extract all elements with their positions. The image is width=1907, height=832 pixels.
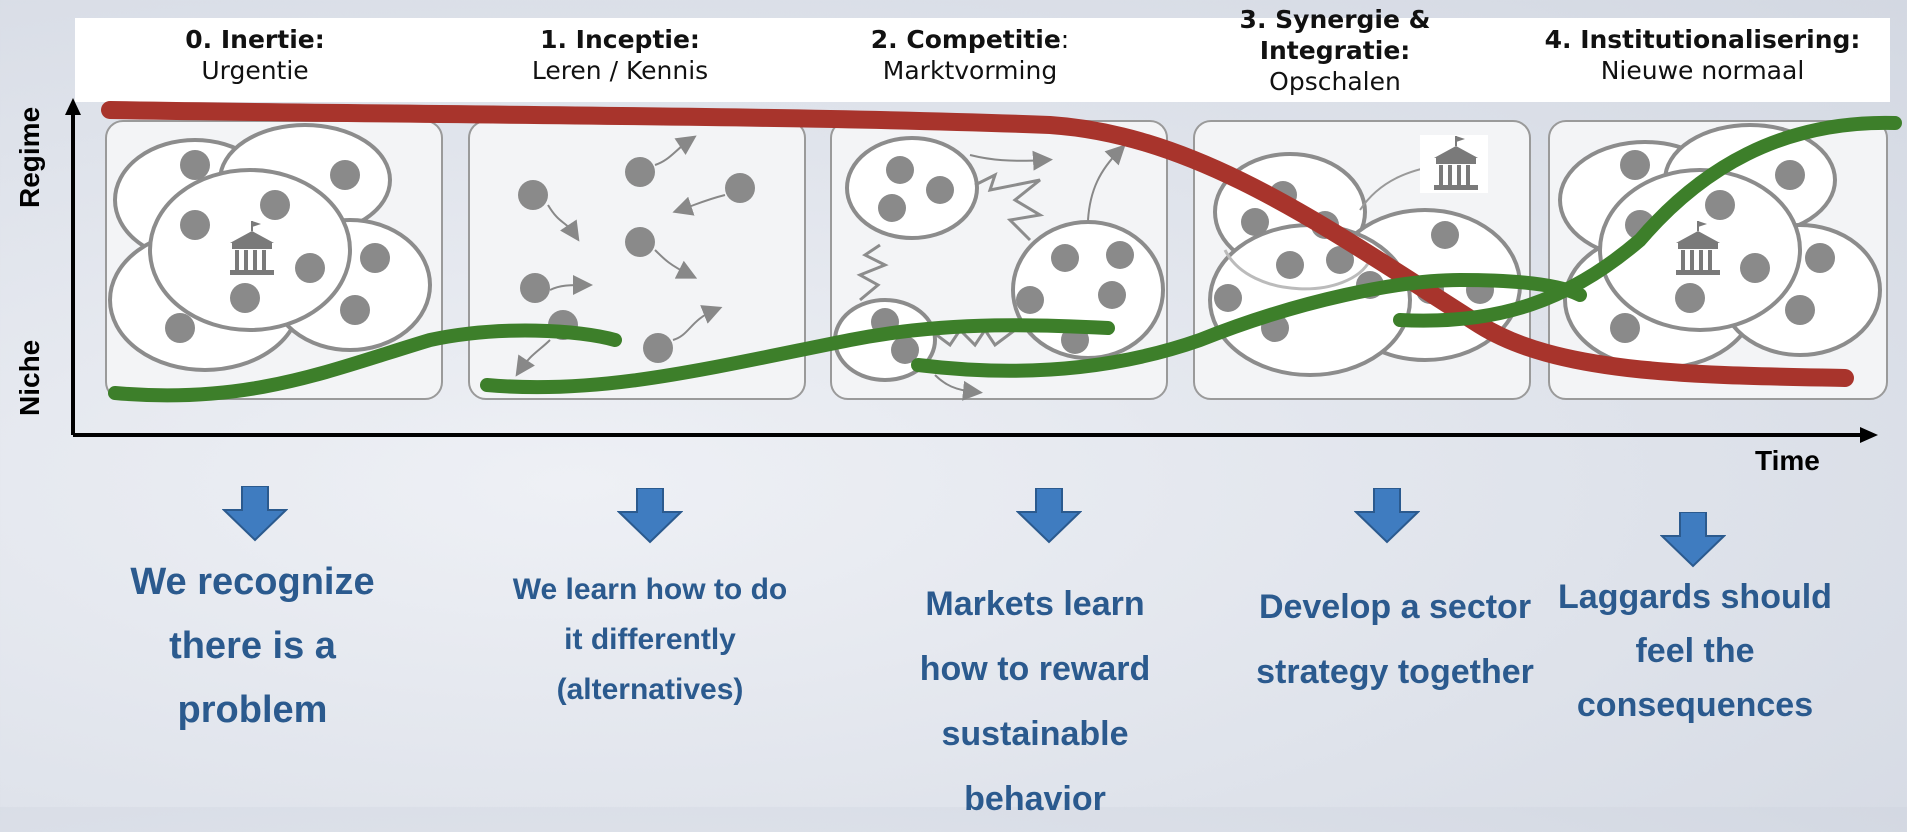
- down-arrow-icon: [1660, 512, 1726, 568]
- phase-number-3: 3. Synergie &: [1239, 5, 1431, 34]
- regime-line: [101, 101, 1854, 387]
- phase-subtitle-3: Opschalen: [1269, 67, 1401, 96]
- phase0-dots: [165, 150, 390, 343]
- phase-caption-4: Laggards should feel the consequences: [1558, 578, 1832, 724]
- phase-subtitle-2: Marktvorming: [882, 56, 1058, 85]
- phase-subtitle-0: Urgentie: [201, 56, 309, 85]
- phase-title-3: 3. Synergie & Integratie: Opschalen: [1215, 4, 1455, 97]
- diagram-artwork: [65, 98, 1902, 443]
- phase-caption-1: We learn how to do it differently (alter…: [512, 573, 788, 706]
- phase-caption-3: Develop a sector strategy together: [1256, 588, 1534, 691]
- phase-subtitle-1: Leren / Kennis: [531, 56, 709, 85]
- phase-title-2: 2. Competitie: Marktvorming: [840, 24, 1100, 86]
- y-axis-top-label: Regime: [14, 106, 45, 208]
- y-axis-bottom-label: Niche: [14, 339, 45, 416]
- phase-number-1: 1. Inceptie:: [540, 25, 700, 54]
- phase-number-2: 2. Competitie: [870, 25, 1061, 54]
- phase-caption-0: We recognize there is a problem: [130, 561, 375, 731]
- down-arrow-icon: [1354, 488, 1420, 544]
- phase-number-3-line2: Integratie:: [1259, 36, 1411, 65]
- phase-header-band: [75, 18, 1890, 102]
- phase-caption-2: Markets learn how to reward sustainable …: [919, 585, 1151, 818]
- down-arrow-icon: [617, 488, 683, 544]
- niche-lines: [108, 115, 1902, 403]
- x-axis-label: Time: [1755, 445, 1820, 476]
- phase-title-1: 1. Inceptie: Leren / Kennis: [495, 24, 745, 86]
- down-arrow-icon: [222, 486, 288, 542]
- phase-number-suffix-2: :: [1060, 25, 1070, 54]
- phase-number-0: 0. Inertie:: [185, 25, 325, 54]
- phase-title-4: 4. Institutionalisering: Nieuwe normaal: [1530, 24, 1875, 86]
- down-arrow-icon: [1016, 488, 1082, 544]
- phase-subtitle-4: Nieuwe normaal: [1600, 56, 1805, 85]
- phase-number-4: 4. Institutionalisering:: [1544, 25, 1861, 54]
- phase-title-0: 0. Inertie: Urgentie: [135, 24, 375, 86]
